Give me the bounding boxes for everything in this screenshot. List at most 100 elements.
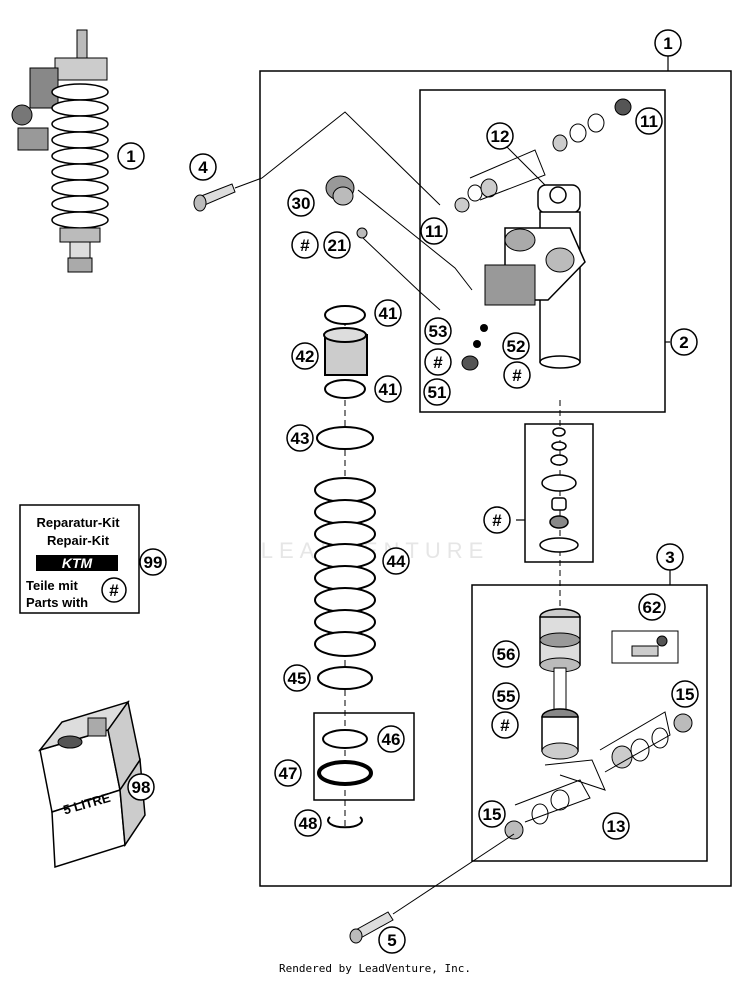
callout-label-c4: 4 [198, 158, 208, 177]
callout-circle [291, 342, 319, 370]
callout-circle [602, 812, 630, 840]
oil-bottle: 5 LITRE [37, 700, 146, 869]
callout-circle [492, 682, 520, 710]
callout-label-c51: 51 [428, 383, 447, 402]
callout-label-c15_a: 15 [676, 685, 695, 704]
callout-circle [635, 107, 663, 135]
callout-label-c5: 5 [387, 931, 396, 950]
leader-line [362, 237, 441, 311]
callout-circle [483, 506, 511, 534]
kit-line-2: Repair-Kit [47, 533, 110, 548]
callout-circle [274, 759, 302, 787]
callout-label-c15_b: 15 [483, 805, 502, 824]
callout-circle [503, 361, 531, 389]
footer-credit: Rendered by LeadVenture, Inc. [278, 962, 472, 975]
callout-label-c44: 44 [387, 552, 406, 571]
callout-label-hkit: # [492, 511, 502, 530]
callout-circle [127, 773, 155, 801]
callout-circle [374, 375, 402, 403]
callout-label-c11_b: 11 [425, 222, 443, 241]
bolt-upper [193, 183, 236, 212]
callout-label-c47: 47 [279, 764, 298, 783]
callout-circle [478, 800, 506, 828]
callout-label-c56: 56 [497, 645, 516, 664]
callout-label-h55: # [500, 716, 510, 735]
kit-line-3: Teile mit [26, 578, 78, 593]
callout-circle [291, 231, 319, 259]
callout-circle [502, 332, 530, 360]
callout-circle [638, 593, 666, 621]
leader-line [357, 189, 473, 291]
shock-body [484, 184, 586, 369]
callout-label-c2: 2 [679, 333, 688, 352]
callout-label-c52: 52 [507, 337, 526, 356]
callout-label-c62: 62 [643, 598, 662, 617]
callout-circle [424, 348, 452, 376]
callout-label-c1_left: 1 [126, 147, 135, 166]
callout-label-c55: 55 [497, 687, 516, 706]
callout-label-c12: 12 [491, 127, 510, 146]
callout-circle [117, 142, 145, 170]
callout-circle [139, 548, 167, 576]
callout-label-c99: 99 [144, 553, 163, 572]
callout-circle [654, 29, 682, 57]
spring-and-rings [314, 305, 376, 829]
callout-label-c41_b: 41 [379, 380, 398, 399]
callout-circle [491, 711, 519, 739]
bearing-parts-11-12 [454, 98, 632, 213]
callout-label-c42: 42 [296, 347, 315, 366]
callout-label-c98: 98 [132, 778, 151, 797]
callout-label-c1_top: 1 [663, 34, 672, 53]
callout-circle [670, 328, 698, 356]
callout-label-c46: 46 [382, 730, 401, 749]
callout-circle [378, 926, 406, 954]
small-valve-parts [356, 227, 488, 371]
callout-circle [283, 664, 311, 692]
kit-line-4: Parts with [26, 595, 88, 610]
callout-circle [420, 217, 448, 245]
ktm-logo: KTM [62, 555, 93, 571]
shock-body-box [419, 89, 666, 413]
callout-label-h53: # [433, 353, 443, 372]
repair-kit-box: Reparatur-Kit Repair-Kit KTM Teile mit P… [19, 504, 140, 614]
callout-circle [671, 680, 699, 708]
adjuster-62 [611, 630, 679, 664]
shock-assembly-thumbnail [11, 29, 109, 273]
callout-label-c3: 3 [665, 548, 674, 567]
callout-circle [656, 543, 684, 571]
callout-label-h21: # [300, 236, 310, 255]
seal-kit-box [524, 423, 594, 563]
callout-label-c53: 53 [429, 322, 448, 341]
spring-retainer-box [313, 712, 415, 801]
callout-circle [377, 725, 405, 753]
kit-hash: # [109, 581, 119, 600]
callout-circle [486, 122, 514, 150]
callout-circle [424, 317, 452, 345]
bolt-lower [349, 911, 394, 944]
bearing-parts-13-15 [504, 711, 693, 840]
piston-rod-box [471, 584, 708, 862]
callout-label-c43: 43 [291, 429, 310, 448]
callout-circle [423, 378, 451, 406]
callout-circle [382, 547, 410, 575]
callout-label-c41_a: 41 [379, 304, 398, 323]
callout-circle [323, 231, 351, 259]
seal-kit-parts [539, 427, 579, 553]
leader-line [261, 111, 441, 206]
callout-label-h52: # [512, 366, 522, 385]
callout-circle [492, 640, 520, 668]
callout-label-c30: 30 [292, 194, 311, 213]
callouts: 1123451111121315152130414142434445464748… [117, 29, 699, 954]
callout-label-c48: 48 [299, 814, 318, 833]
assembly-frame [259, 70, 732, 887]
piston-rod-assembly [539, 608, 606, 791]
callout-circle [286, 424, 314, 452]
callout-circle [287, 189, 315, 217]
adjuster-valve [325, 175, 355, 206]
callout-circle [189, 153, 217, 181]
callout-circle [374, 299, 402, 327]
callout-label-c45: 45 [288, 669, 307, 688]
callout-circle [294, 809, 322, 837]
callout-label-c11_a: 11 [640, 112, 658, 131]
